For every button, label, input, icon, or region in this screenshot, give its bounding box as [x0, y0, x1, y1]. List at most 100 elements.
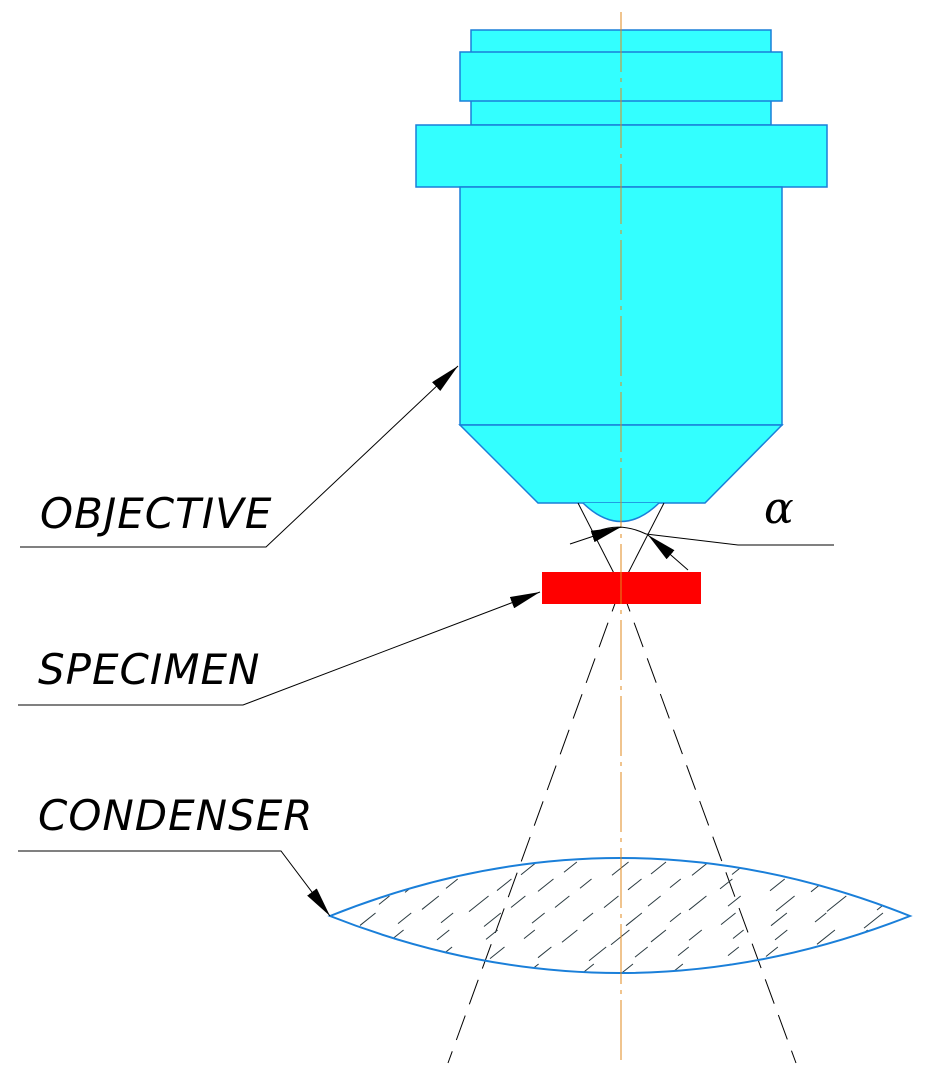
hatch-mark — [732, 929, 744, 939]
hatch-mark — [523, 929, 536, 940]
condenser-label: CONDENSER — [38, 791, 313, 840]
hatch-mark — [642, 998, 656, 1009]
hatch-mark — [470, 861, 483, 872]
hatch-mark — [483, 912, 502, 927]
hatch-mark — [669, 912, 682, 923]
objective-leader-line — [20, 365, 459, 548]
hatch-mark — [720, 912, 736, 926]
hatch-mark — [677, 946, 690, 957]
hatch-mark — [688, 895, 707, 911]
hatch-mark — [816, 929, 836, 945]
hatch-mark — [853, 963, 875, 973]
hatch-mark — [898, 963, 910, 973]
hatch-mark — [691, 861, 710, 876]
hatch-mark — [896, 946, 910, 960]
angle-annotation: α — [569, 483, 834, 571]
hatch-mark — [857, 998, 871, 1009]
hatch-mark — [725, 998, 736, 1006]
hatch-mark — [339, 895, 355, 908]
hatch-mark — [611, 861, 629, 876]
hatch-mark — [650, 929, 667, 943]
hatch-mark — [500, 981, 511, 989]
hatch-mark — [561, 998, 572, 1007]
hatch-mark — [516, 998, 535, 1013]
hatch-mark — [436, 929, 450, 941]
hatch-mark — [485, 929, 498, 940]
hatch-mark — [813, 861, 834, 878]
hatch-mark — [476, 963, 497, 973]
hatch-mark — [531, 912, 545, 924]
hatch-mark — [339, 861, 356, 875]
hatch-mark — [359, 912, 376, 926]
hatch-mark — [876, 895, 895, 911]
hatch-mark — [588, 946, 607, 962]
hatch-mark — [561, 929, 578, 943]
hatch-mark — [627, 878, 642, 891]
condenser-outline — [327, 857, 913, 974]
hatch-mark — [634, 946, 648, 958]
hatch-mark — [445, 878, 459, 889]
hatch-mark — [674, 981, 686, 991]
hatch-mark — [339, 929, 358, 945]
hatch-mark — [727, 946, 740, 957]
condenser-callout: CONDENSER — [18, 791, 331, 917]
cone-dash-left — [447, 586, 622, 1064]
hatch-mark — [594, 981, 611, 994]
hatch-mark — [360, 981, 378, 995]
hatch-mark — [770, 912, 788, 927]
hatch-mark — [440, 912, 454, 924]
hatch-mark — [579, 878, 592, 889]
hatch-mark — [802, 981, 812, 989]
hatch-mark — [384, 861, 397, 872]
hatch-mark — [845, 981, 857, 990]
cone-dash-right — [620, 586, 797, 1064]
hatch-mark — [421, 895, 440, 910]
hatch-mark — [489, 946, 505, 960]
hatch-mark — [452, 981, 471, 996]
objective-cone — [458, 424, 784, 504]
hatch-mark — [853, 878, 872, 894]
angle-arrow-right — [647, 534, 689, 571]
hatch-mark — [769, 878, 786, 892]
hatch-mark — [398, 946, 415, 960]
hatch-mark — [537, 946, 552, 959]
condenser-leader-line — [18, 850, 331, 917]
hatch-mark — [826, 895, 847, 912]
hatch-mark — [864, 861, 877, 872]
hatch-mark — [617, 963, 634, 973]
hatch-mark — [898, 998, 912, 1009]
angle-leader-line — [645, 533, 834, 546]
angle-arc — [597, 526, 647, 535]
hatch-mark — [863, 912, 884, 929]
hatch-mark — [432, 963, 450, 973]
hatch-mark — [523, 963, 539, 973]
angle-alpha-label: α — [764, 483, 794, 534]
hatch-mark — [537, 878, 554, 892]
hatch-mark — [339, 963, 356, 973]
hatch-mark — [554, 895, 570, 908]
angle-arrow-left — [569, 526, 622, 545]
objective-callout: OBJECTIVE — [20, 365, 459, 548]
hatch-mark — [496, 878, 512, 891]
hatch-mark — [775, 861, 789, 872]
hatch-mark — [603, 895, 619, 908]
hatch-mark — [688, 929, 703, 941]
specimen-callout: SPECIMEN — [18, 591, 541, 706]
hatch-mark — [634, 981, 651, 994]
hatch-mark — [433, 998, 451, 1013]
hatch-mark — [425, 861, 441, 874]
hatch-mark — [727, 895, 742, 907]
hatch-mark — [818, 998, 837, 1013]
hatch-mark — [382, 963, 395, 973]
condenser-hatching — [339, 861, 912, 1013]
hatch-mark — [647, 895, 661, 907]
hatch-mark — [390, 998, 406, 1011]
hatch-mark — [892, 981, 904, 991]
hatch-mark — [893, 929, 910, 944]
hatch-mark — [775, 895, 795, 912]
hatch-mark — [773, 998, 788, 1010]
specimen-label: SPECIMEN — [38, 645, 260, 694]
hatch-mark — [543, 981, 558, 993]
hatch-mark — [340, 998, 353, 1008]
hatch-mark — [378, 895, 390, 905]
